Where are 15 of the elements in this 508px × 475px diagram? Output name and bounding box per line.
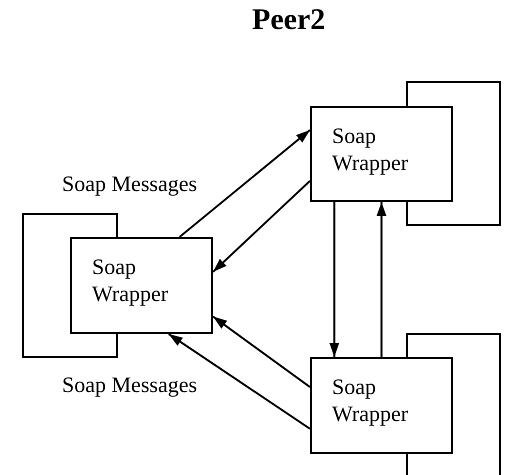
- arrow: [329, 202, 340, 357]
- process-box: [310, 106, 453, 202]
- message-label: Soap Messages: [62, 372, 198, 398]
- box-text: Soap Wrapper: [332, 122, 410, 176]
- arrow: [212, 316, 311, 388]
- arrow: [376, 202, 386, 357]
- process-box: [310, 357, 453, 454]
- message-label: Soap Messages: [62, 171, 198, 197]
- process-box: [70, 237, 213, 334]
- box-text: Soap Wrapper: [332, 373, 410, 427]
- diagram-title: Peer2: [252, 3, 326, 37]
- arrow: [178, 129, 311, 238]
- arrow: [212, 180, 311, 273]
- box-text: Soap Wrapper: [92, 253, 170, 307]
- arrow: [168, 333, 311, 430]
